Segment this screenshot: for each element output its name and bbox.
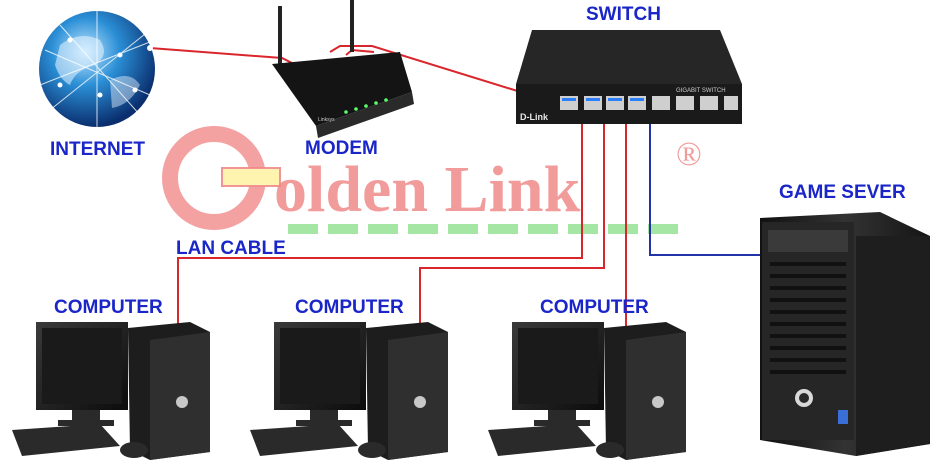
- label-game-server: GAME SEVER: [779, 182, 906, 203]
- label-internet: INTERNET: [50, 139, 145, 160]
- switch-icon: [516, 30, 742, 124]
- globe-icon: [39, 11, 156, 127]
- cable-modem-switch: [329, 45, 541, 99]
- label-computer-2: COMPUTER: [295, 297, 404, 318]
- router-icon: [272, 0, 414, 138]
- watermark-registered: ®: [676, 136, 702, 173]
- cable-switch-computer-1: [177, 110, 583, 330]
- label-switch: SWITCH: [586, 4, 661, 25]
- computer-icon: [488, 322, 686, 460]
- cable-internet-modem: [149, 47, 299, 67]
- watermark-logo: [162, 126, 281, 230]
- switch-brand-text: D-Link: [520, 112, 549, 122]
- server-icon: [760, 212, 930, 456]
- cable-switch-server: [649, 110, 762, 256]
- label-computer-3: COMPUTER: [540, 297, 649, 318]
- computer-icon: [12, 322, 210, 460]
- cable-switch-computer-2: [419, 110, 605, 330]
- modem-brand-text: Linksys: [318, 117, 335, 123]
- label-modem: MODEM: [305, 138, 378, 159]
- computer-icon: [250, 322, 448, 460]
- label-lan-cable: LAN CABLE: [176, 238, 286, 259]
- label-computer-1: COMPUTER: [54, 297, 163, 318]
- switch-model-text: GIGABIT SWITCH: [676, 88, 726, 94]
- watermark-text: olden Link: [274, 153, 581, 226]
- lan-cables: [149, 45, 627, 330]
